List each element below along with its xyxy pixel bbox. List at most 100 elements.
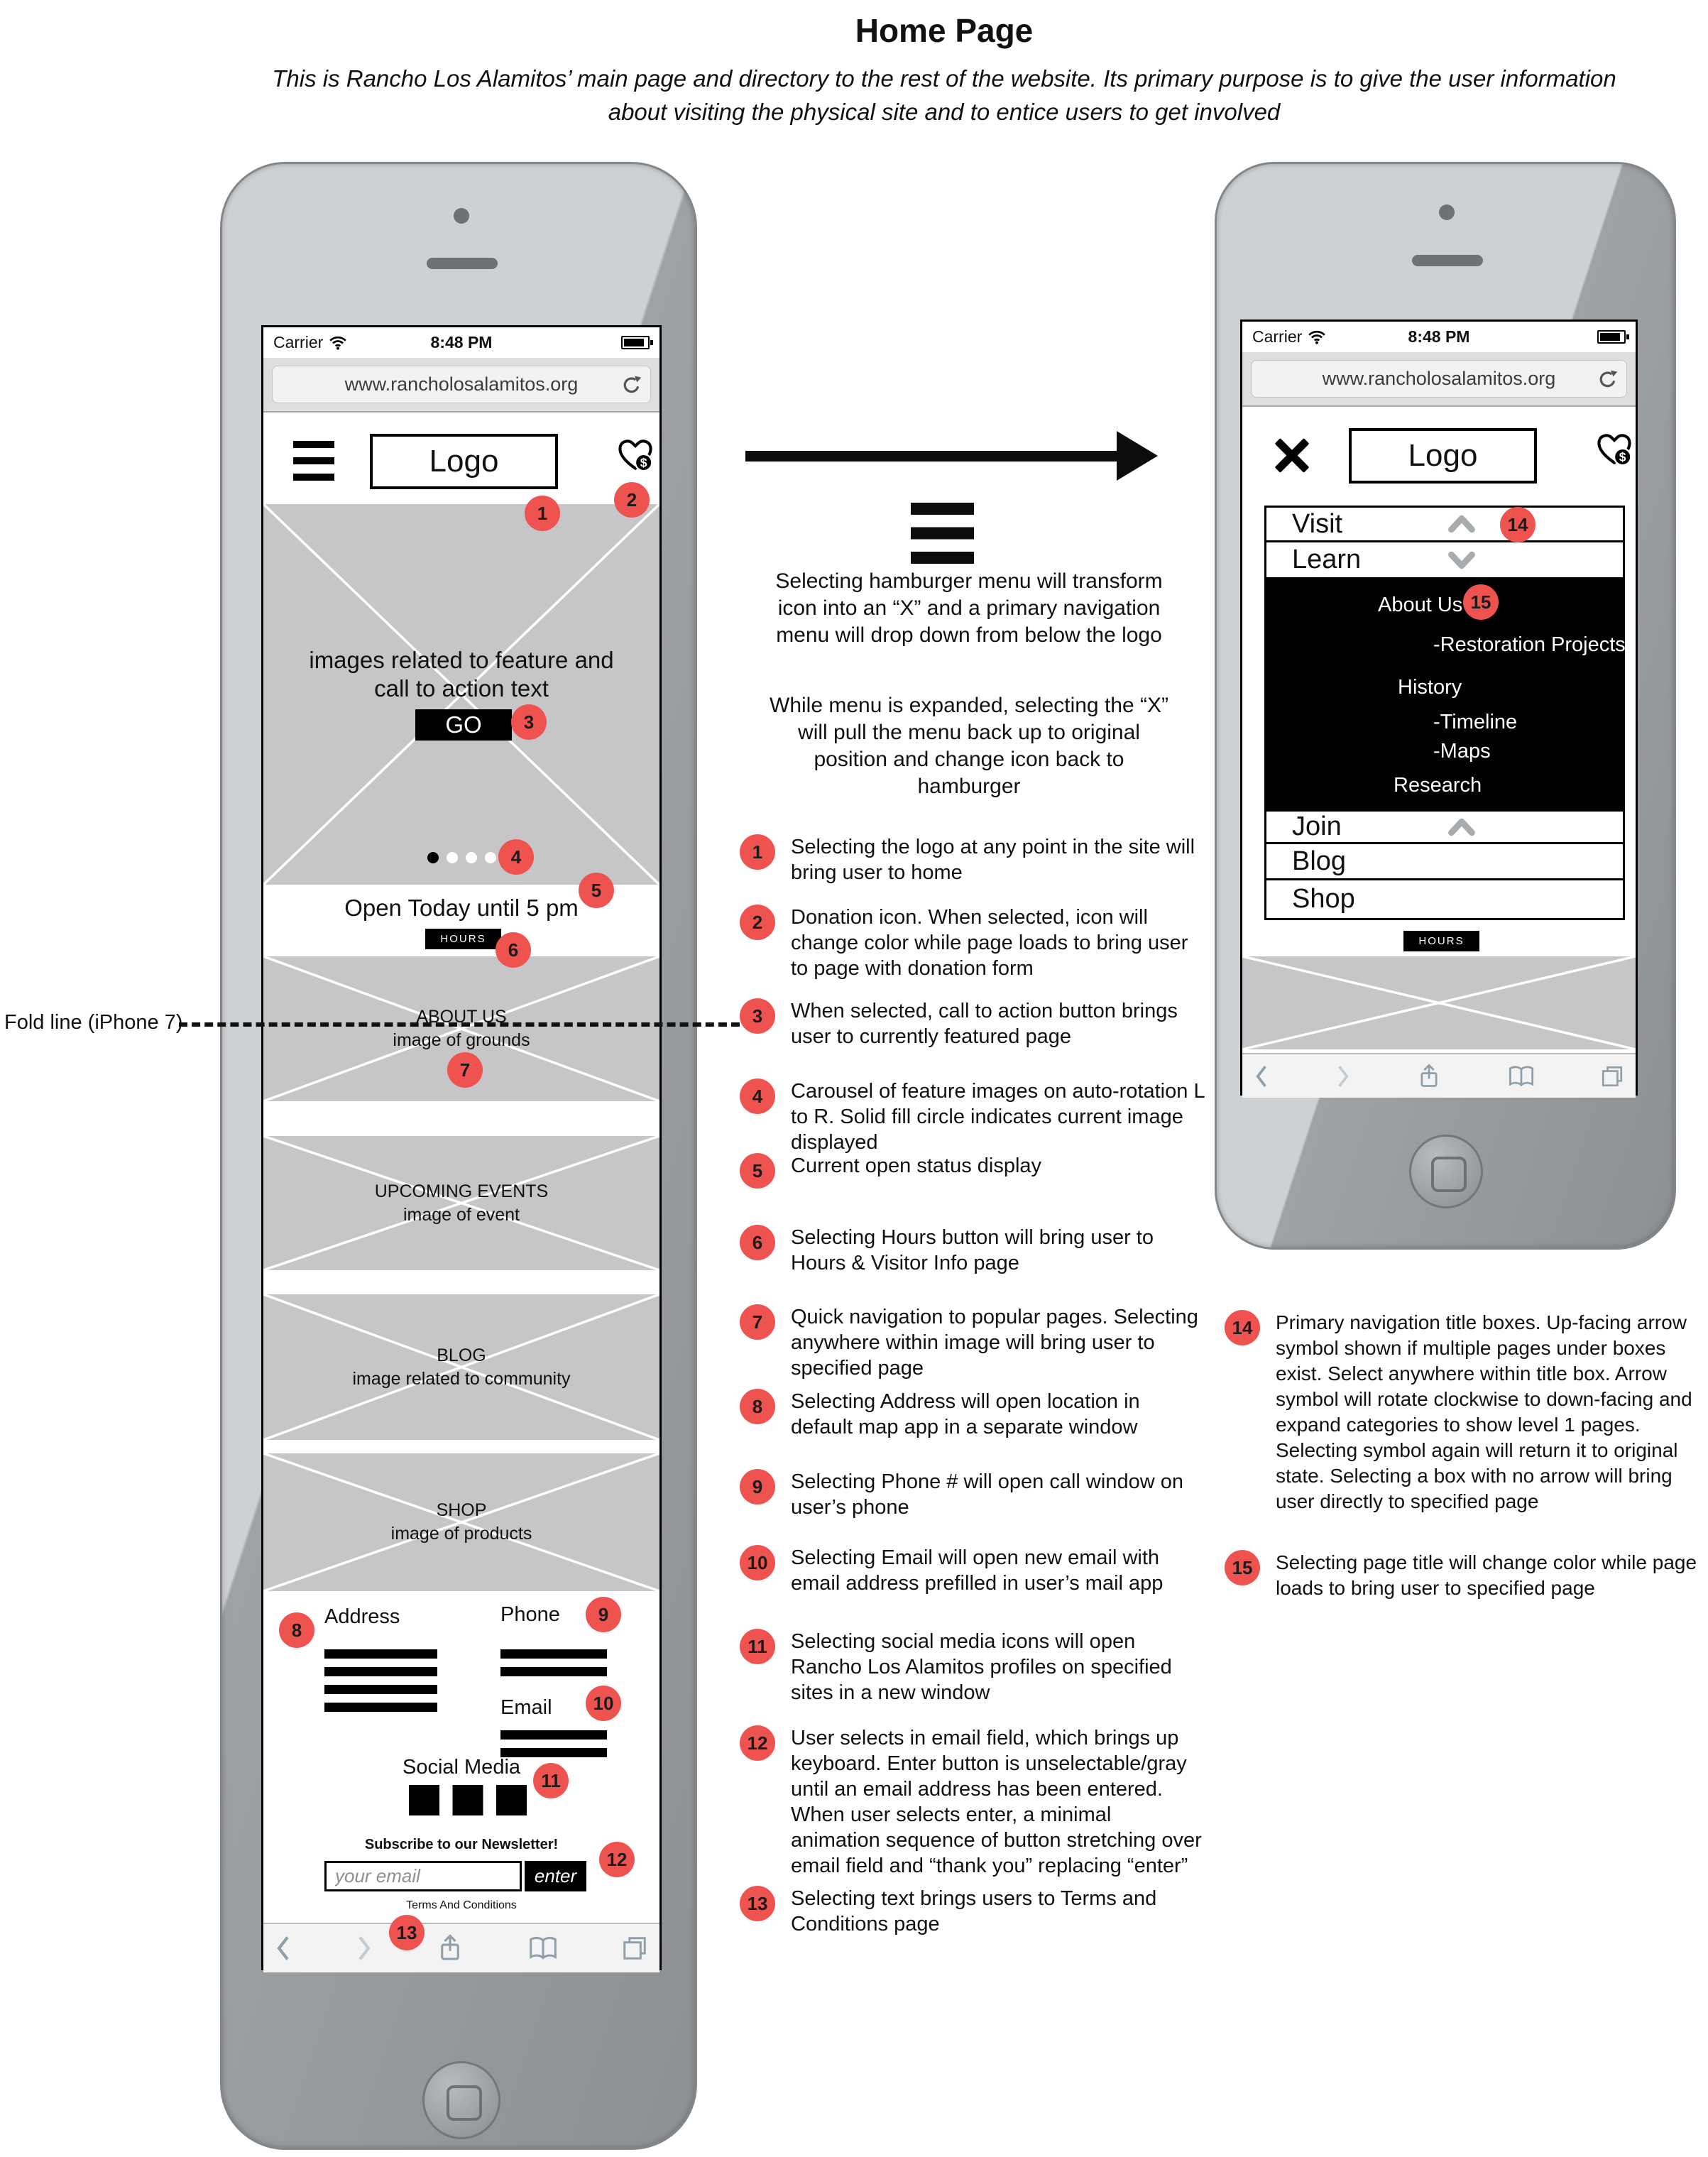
nav-image-upcoming-events[interactable]: UPCOMING EVENTS image of event — [263, 1136, 659, 1270]
back-icon[interactable] — [1254, 1064, 1269, 1088]
nav-label: Visit — [1292, 508, 1343, 539]
newsletter-label: Subscribe to our Newsletter! — [364, 1837, 559, 1852]
url-field[interactable]: www.rancholosalamitos.org — [272, 366, 651, 403]
site-header: Logo $ — [263, 413, 659, 505]
section-title: BLOG — [437, 1345, 486, 1365]
nav-item-blog[interactable]: Blog — [1264, 842, 1625, 880]
enter-button[interactable]: enter — [525, 1861, 586, 1891]
section-title: UPCOMING EVENTS — [374, 1181, 549, 1201]
nav-item-join[interactable]: Join — [1264, 809, 1625, 844]
logo[interactable]: Logo — [1349, 428, 1537, 484]
nav-image-blog[interactable]: BLOG image related to community — [263, 1294, 659, 1440]
annotation-item: 13 Selecting text brings users to Terms … — [740, 1886, 1206, 1937]
callout-5: 5 — [579, 873, 614, 908]
chevron-up-icon[interactable] — [1447, 515, 1476, 534]
image-placeholder-x — [263, 1136, 659, 1270]
hours-button[interactable]: HOURS — [425, 929, 501, 949]
refresh-icon[interactable] — [1597, 368, 1619, 391]
feature-carousel[interactable]: images related to feature and call to ac… — [263, 504, 659, 885]
share-icon[interactable] — [436, 1934, 464, 1962]
close-menu-icon[interactable] — [1274, 437, 1310, 474]
carousel-dots[interactable] — [263, 852, 659, 863]
submenu-item-maps[interactable]: -Maps — [1433, 740, 1491, 763]
submenu-item-research[interactable]: Research — [1394, 774, 1482, 797]
phone-label[interactable]: Phone — [500, 1603, 560, 1626]
hamburger-note-1: Selecting hamburger menu will transform … — [775, 569, 1163, 647]
email-input[interactable] — [324, 1861, 522, 1891]
annotation-item: 9 Selecting Phone # will open call windo… — [740, 1469, 1206, 1520]
svg-text:$: $ — [1619, 449, 1626, 464]
submenu-item-history[interactable]: History — [1398, 676, 1462, 699]
site-header: Logo $ — [1242, 407, 1636, 499]
nav-image-shop[interactable]: SHOP image of products — [263, 1453, 659, 1591]
annotation-number: 12 — [740, 1725, 775, 1761]
annotation-number: 5 — [740, 1153, 775, 1189]
bookmarks-icon[interactable] — [1508, 1065, 1535, 1088]
go-button[interactable]: GO — [415, 709, 512, 741]
annotation-number: 13 — [740, 1886, 775, 1921]
hamburger-menu-icon[interactable] — [293, 441, 334, 481]
annotation-number: 15 — [1225, 1550, 1260, 1585]
url-field[interactable]: www.rancholosalamitos.org — [1251, 360, 1627, 398]
nav-item-shop[interactable]: Shop — [1264, 878, 1625, 920]
nav-label: Learn — [1292, 545, 1362, 574]
annotation-item: 4 Carousel of feature images on auto-rot… — [740, 1078, 1206, 1155]
hamburger-menu-icon-large — [911, 503, 974, 564]
email-label[interactable]: Email — [500, 1696, 552, 1719]
annotation-item: 3 When selected, call to action button b… — [740, 998, 1206, 1049]
carousel-dot[interactable] — [446, 852, 458, 863]
submenu-item-timeline[interactable]: -Timeline — [1433, 711, 1518, 733]
nav-label: Blog — [1292, 846, 1347, 876]
donation-heart-icon[interactable]: $ — [1594, 431, 1634, 468]
address-text-lines[interactable] — [324, 1649, 437, 1712]
logo[interactable]: Logo — [370, 434, 558, 489]
callout-10: 10 — [586, 1686, 621, 1721]
submenu-item-restoration[interactable]: -Restoration Projects — [1433, 633, 1626, 656]
url-text: www.rancholosalamitos.org — [1322, 368, 1556, 389]
back-icon[interactable] — [275, 1935, 292, 1962]
home-button-hardware[interactable] — [1409, 1135, 1483, 1208]
tabs-icon[interactable] — [621, 1935, 648, 1962]
carousel-dot-active[interactable] — [427, 852, 439, 863]
terms-link[interactable]: Terms And Conditions — [406, 1899, 517, 1911]
url-bar[interactable]: www.rancholosalamitos.org — [263, 358, 659, 413]
chevron-down-icon[interactable] — [1447, 550, 1476, 569]
carrier-label: Carrier — [1252, 327, 1303, 346]
url-bar[interactable]: www.rancholosalamitos.org — [1242, 352, 1636, 407]
logo-label: Logo — [429, 444, 499, 479]
annotation-text: Carousel of feature images on auto-rotat… — [791, 1080, 1205, 1154]
address-label[interactable]: Address — [324, 1605, 400, 1628]
email-text-lines[interactable] — [500, 1730, 607, 1757]
nav-image-partially-covered[interactable] — [1242, 956, 1636, 1049]
carousel-dot[interactable] — [484, 852, 496, 863]
home-page-screen: Carrier 8:48 PM www.rancholosalamitos.or… — [261, 325, 662, 1972]
bookmarks-icon[interactable] — [528, 1935, 558, 1961]
phone-text-lines[interactable] — [500, 1649, 607, 1676]
share-icon[interactable] — [1416, 1063, 1442, 1089]
tabs-icon[interactable] — [1600, 1064, 1624, 1088]
forward-icon[interactable] — [356, 1935, 373, 1962]
callout-12: 12 — [599, 1842, 635, 1877]
home-button-hardware[interactable] — [422, 2061, 500, 2139]
social-media-icons[interactable] — [409, 1785, 527, 1815]
status-bar: Carrier 8:48 PM — [263, 327, 659, 358]
annotation-text: Selecting Phone # will open call window … — [791, 1470, 1183, 1519]
carousel-dot[interactable] — [465, 852, 477, 863]
url-text: www.rancholosalamitos.org — [344, 373, 579, 395]
hours-button[interactable]: HOURS — [1403, 931, 1479, 951]
submenu-item-about-us[interactable]: About Us — [1378, 594, 1463, 616]
donation-heart-icon[interactable]: $ — [615, 437, 655, 474]
learn-submenu: About Us -Restoration Projects History -… — [1264, 579, 1626, 809]
battery-icon — [1597, 330, 1629, 344]
annotation-item: 1 Selecting the logo at any point in the… — [740, 834, 1206, 885]
annotation-text: Selecting Email will open new email with… — [791, 1546, 1164, 1595]
nav-item-visit[interactable]: Visit — [1264, 506, 1625, 542]
open-status: Open Today until 5 pm — [344, 895, 579, 921]
battery-icon — [621, 336, 653, 349]
refresh-icon[interactable] — [620, 374, 643, 397]
forward-icon[interactable] — [1335, 1064, 1351, 1088]
nav-item-learn[interactable]: Learn — [1264, 540, 1625, 579]
callout-3: 3 — [511, 704, 547, 740]
hamburger-note-2: While menu is expanded, selecting the “X… — [770, 694, 1168, 798]
chevron-up-icon[interactable] — [1447, 817, 1476, 836]
